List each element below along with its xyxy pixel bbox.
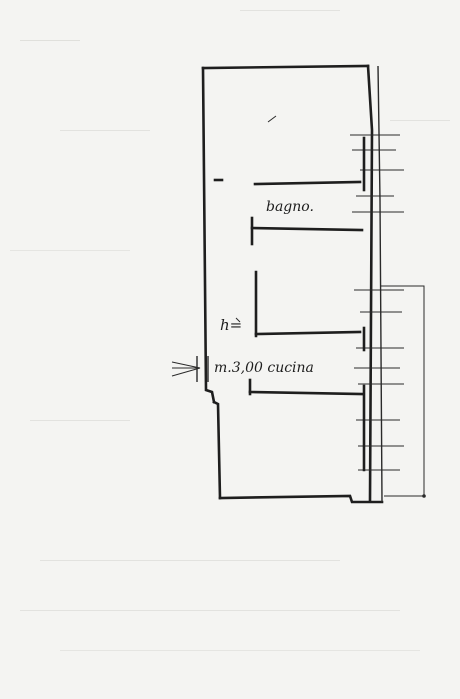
window-ticks [350, 134, 404, 472]
outer-walls [201, 64, 384, 504]
hallway-label: h= [220, 316, 242, 334]
entrance-arrow-icon [171, 356, 209, 382]
room-label-bagno: bagno. [266, 199, 314, 215]
paper-noise [10, 10, 450, 651]
sketch-marks [235, 115, 277, 323]
room-label-cucina: m.3,00 cucina [214, 360, 314, 376]
interior-walls [213, 178, 364, 396]
dimension-line [380, 285, 426, 498]
